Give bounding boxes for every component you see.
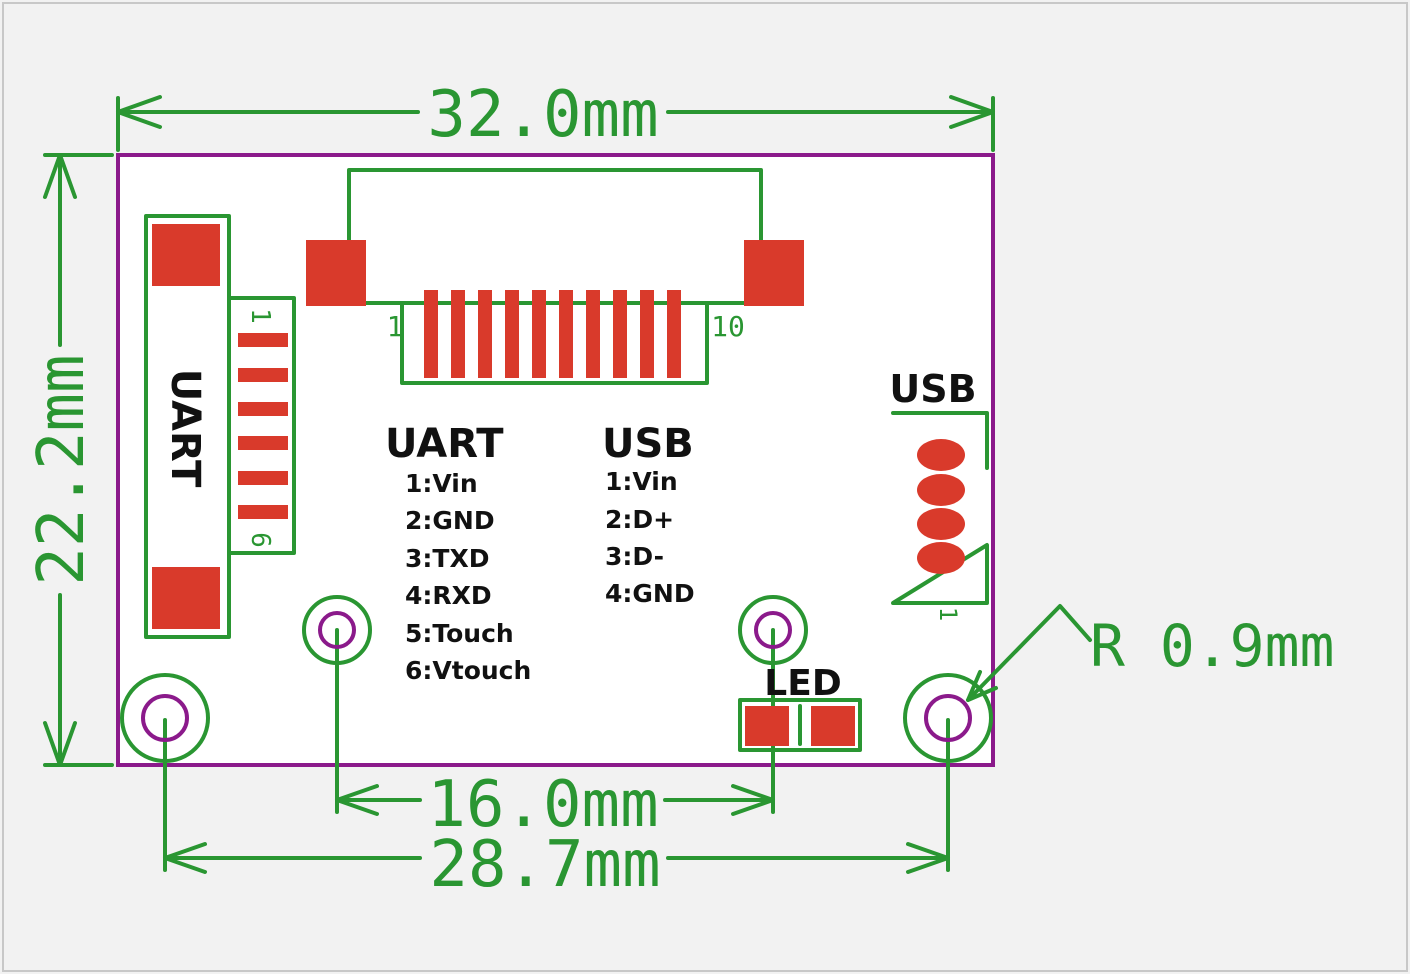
inner-hole-dimension-label: 16.0mm bbox=[427, 768, 658, 842]
mounting-hole-inner-left bbox=[318, 611, 356, 649]
led-pad-right bbox=[811, 706, 855, 746]
outer-hole-dimension bbox=[163, 718, 950, 874]
fpc-pins bbox=[424, 290, 681, 378]
uart-pinout-item: 3:TXD bbox=[405, 544, 489, 573]
uart-pinout-item: 4:RXD bbox=[405, 581, 492, 610]
height-dimension bbox=[43, 153, 114, 767]
uart-pinout-block: UART 1:Vin 2:GND 3:TXD 4:RXD 5:Touch 6:V… bbox=[385, 421, 531, 685]
mounting-hole-ring-bottom-left bbox=[120, 673, 210, 763]
mounting-hole-ring-inner-right bbox=[738, 595, 808, 665]
height-dimension-label: 22.2mm bbox=[25, 354, 99, 585]
mounting-hole-ring-bottom-right bbox=[903, 673, 993, 763]
width-dimension-label: 32.0mm bbox=[427, 78, 658, 152]
uart-mount-pad-top bbox=[152, 224, 220, 286]
usb-pinout-title: USB bbox=[602, 421, 694, 467]
mounting-hole-bottom-right bbox=[924, 694, 972, 742]
board-outline bbox=[116, 153, 995, 767]
mounting-hole-bottom-left bbox=[141, 694, 189, 742]
usb-pinout-item: 2:D+ bbox=[605, 505, 674, 534]
led-footprint-outline bbox=[738, 698, 862, 752]
led-label: LED bbox=[764, 663, 841, 704]
uart-side-label: UART bbox=[162, 369, 208, 488]
uart-pin-1-label: 1 bbox=[245, 308, 275, 324]
fpc-pad-outline bbox=[400, 301, 709, 385]
uart-pinout-item: 2:GND bbox=[405, 506, 495, 535]
mounting-hole-inner-right bbox=[754, 611, 792, 649]
mounting-hole-ring-inner-left bbox=[302, 595, 372, 665]
usb-connector-outline bbox=[891, 411, 989, 605]
uart-header-pads bbox=[238, 333, 288, 519]
fpc-anchor-pad-right bbox=[744, 240, 804, 306]
uart-pinout-item: 1:Vin bbox=[405, 469, 478, 498]
usb-pinout-item: 4:GND bbox=[605, 579, 695, 608]
led-pad-left bbox=[745, 706, 789, 746]
uart-pinout-title: UART bbox=[385, 421, 504, 467]
hole-radius-label: R 0.9mm bbox=[1090, 612, 1334, 680]
usb-pinout-item: 1:Vin bbox=[605, 467, 678, 496]
fpc-pin-10-label: 10 bbox=[711, 310, 745, 343]
uart-pinout-item: 5:Touch bbox=[405, 619, 514, 648]
width-dimension bbox=[116, 95, 995, 152]
usb-pinout-block: USB 1:Vin 2:D+ 3:D- 4:GND bbox=[602, 421, 695, 608]
radius-leader bbox=[966, 604, 1092, 702]
fpc-pin-1-label: 1 bbox=[387, 310, 404, 343]
outer-hole-dimension-label: 28.7mm bbox=[429, 828, 660, 902]
uart-header-outline bbox=[227, 296, 296, 555]
uart-mount-pad-bottom bbox=[152, 567, 220, 629]
usb-pads bbox=[917, 439, 965, 574]
fpc-anchor-pad-left bbox=[306, 240, 366, 306]
usb-pinout-item: 3:D- bbox=[605, 542, 664, 571]
uart-pinout-item: 6:Vtouch bbox=[405, 656, 531, 685]
usb-connector-label: USB bbox=[889, 367, 976, 411]
usb-pin-1-label: 1 bbox=[934, 607, 962, 621]
uart-pin-6-label: 6 bbox=[245, 532, 275, 548]
